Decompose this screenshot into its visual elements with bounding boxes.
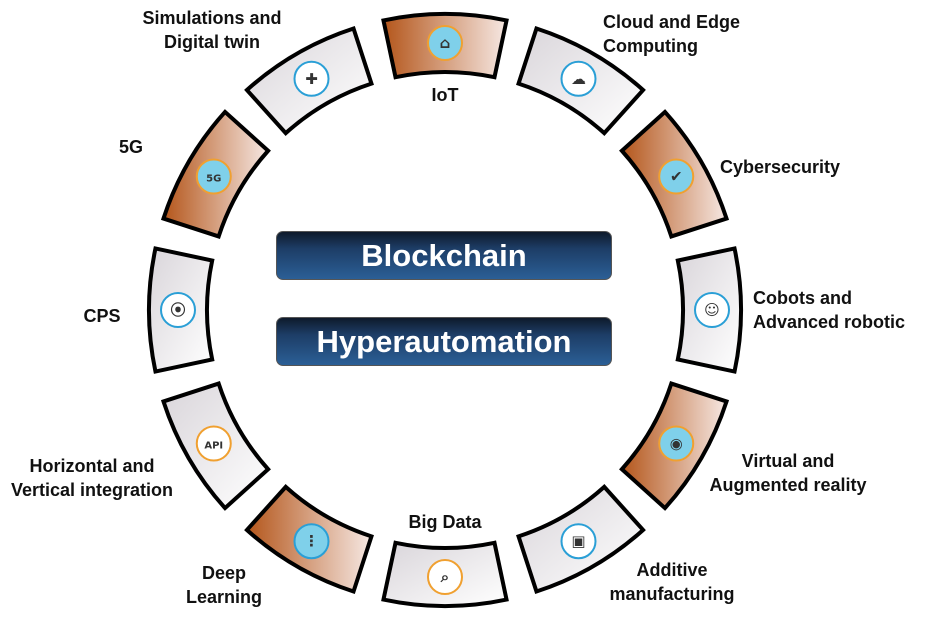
label-bigdata: Big Data — [408, 512, 482, 532]
svg-text:⦿: ⦿ — [170, 301, 185, 319]
svg-text:▣: ▣ — [571, 532, 585, 550]
svg-text:⋮: ⋮ — [304, 532, 319, 550]
svg-text:◉: ◉ — [670, 435, 683, 453]
segment-sim: ✚ — [244, 25, 374, 136]
segment-deep: ⋮ — [244, 484, 374, 595]
segment-bigdata: ⌕ — [381, 540, 509, 608]
smart-socket-icon: ⦿ — [160, 292, 196, 328]
robot-icon: ☺ — [694, 292, 730, 328]
svg-text:✔: ✔ — [670, 168, 683, 186]
segment-cobots: ☺ — [675, 246, 743, 374]
label-cps: CPS — [83, 306, 121, 326]
label-5g: 5G — [118, 137, 144, 157]
svg-text:☺: ☺ — [704, 301, 720, 319]
segment-vr: ◉ — [619, 381, 730, 511]
svg-text:⌕: ⌕ — [440, 568, 449, 586]
segment-cyber: ✔ — [619, 109, 730, 239]
svg-text:5G: 5G — [206, 174, 221, 185]
segment-5g: 5G — [160, 109, 271, 239]
blockchain-banner: Blockchain — [276, 231, 612, 280]
shield-icon: ✔ — [658, 158, 695, 195]
svg-text:☁: ☁ — [571, 70, 586, 88]
data-search-icon: ⌕ — [427, 559, 463, 595]
hyperautomation-banner: Hyperautomation — [276, 317, 612, 366]
3d-printer-icon: ▣ — [560, 523, 597, 560]
vr-headset-icon: ◉ — [658, 425, 695, 462]
segment-cps: ⦿ — [147, 246, 215, 374]
svg-text:✚: ✚ — [305, 70, 318, 88]
api-laptop-icon: API — [195, 425, 232, 462]
cloud-computing-icon: ☁ — [560, 60, 597, 97]
label-iot: IoT — [431, 85, 459, 105]
segment-additive: ▣ — [516, 484, 646, 595]
segment-horizontal: API — [160, 381, 271, 511]
segment-iot: ⌂ — [381, 12, 509, 80]
digital-twin-icon: ✚ — [293, 60, 330, 97]
svg-text:⌂: ⌂ — [440, 34, 451, 52]
5g-globe-icon: 5G — [195, 158, 232, 195]
svg-text:API: API — [204, 441, 223, 452]
segment-cloud: ☁ — [516, 25, 646, 136]
smart-home-icon: ⌂ — [427, 25, 463, 61]
neural-network-icon: ⋮ — [293, 523, 330, 560]
label-cybersecurity: Cybersecurity — [720, 157, 841, 177]
